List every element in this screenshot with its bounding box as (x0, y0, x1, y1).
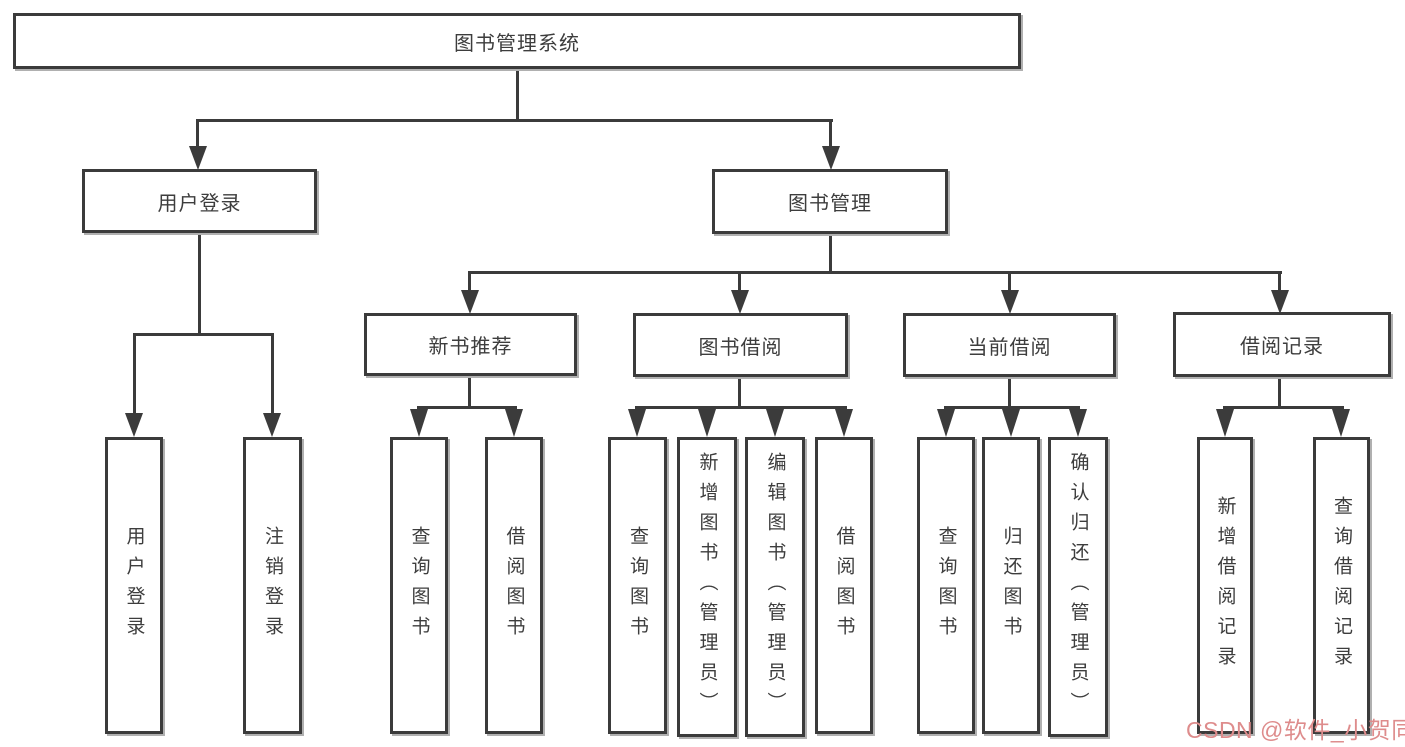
leaf-user-login: 用户登录 (105, 437, 163, 734)
connector-line (468, 271, 1282, 274)
connector-line (829, 233, 832, 274)
connector-line (1008, 375, 1011, 409)
node-new-book-recommend: 新书推荐 (364, 313, 577, 376)
connector-line (635, 406, 847, 409)
connector-line (829, 119, 832, 149)
connector-line (196, 119, 833, 122)
node-user-login: 用户登录 (82, 169, 317, 233)
arrow-down-icon (937, 409, 955, 437)
connector-line (133, 333, 136, 415)
node-label: 借阅记录 (1240, 336, 1324, 358)
connector-line (738, 271, 741, 293)
arrow-down-icon (189, 146, 207, 170)
node-label: 查询图书 (408, 525, 430, 646)
node-book-borrow: 图书借阅 (633, 313, 848, 377)
leaf-borrow-books: 借阅图书 (815, 437, 873, 734)
leaf-logout: 注销登录 (243, 437, 302, 734)
arrow-down-icon (1001, 290, 1019, 314)
node-label: 用户登录 (157, 192, 242, 215)
leaf-query-borrow-record: 查询借阅记录 (1313, 437, 1370, 734)
arrow-down-icon (698, 409, 716, 437)
arrow-down-icon (125, 413, 143, 437)
leaf-query-books-recommend: 查询图书 (390, 437, 448, 734)
connector-line (417, 406, 517, 409)
node-label: 查询图书 (627, 525, 648, 646)
connector-line (944, 406, 1080, 409)
node-label: 确认归还（管理员） (1067, 452, 1089, 722)
node-label: 注销登录 (262, 525, 283, 646)
connector-line (198, 232, 201, 336)
node-label: 新增借阅记录 (1214, 495, 1236, 676)
arrow-down-icon (263, 413, 281, 437)
node-label: 借阅图书 (503, 525, 525, 646)
connector-line (468, 271, 471, 293)
node-label: 用户登录 (123, 525, 145, 646)
connector-line (1278, 271, 1281, 293)
connector-line (1278, 375, 1281, 409)
leaf-edit-book-admin: 编辑图书（管理员） (745, 437, 805, 737)
arrow-down-icon (766, 409, 784, 437)
csdn-watermark: CSDN @软件_小贺同学 (1186, 717, 1405, 743)
leaf-query-books-current: 查询图书 (917, 437, 975, 734)
node-book-management: 图书管理 (712, 169, 948, 234)
node-label: 借阅图书 (833, 525, 855, 646)
node-label: 新增图书（管理员） (696, 452, 718, 722)
arrow-down-icon (731, 290, 749, 314)
arrow-down-icon (410, 409, 428, 437)
arrow-down-icon (835, 409, 853, 437)
connector-line (133, 333, 274, 336)
arrow-down-icon (1271, 290, 1289, 314)
arrow-down-icon (1069, 409, 1087, 437)
node-label: 查询图书 (935, 525, 957, 646)
node-root: 图书管理系统 (13, 13, 1021, 69)
connector-line (468, 375, 471, 409)
arrow-down-icon (1216, 409, 1234, 437)
node-label: 归还图书 (1000, 525, 1022, 646)
arrow-down-icon (1002, 409, 1020, 437)
connector-line (1008, 271, 1011, 293)
node-label: 编辑图书（管理员） (764, 452, 786, 722)
node-label: 新书推荐 (428, 336, 513, 358)
node-current-borrow: 当前借阅 (903, 313, 1116, 377)
leaf-return-book: 归还图书 (982, 437, 1040, 734)
connector-line (196, 119, 199, 149)
connector-line (516, 66, 519, 122)
leaf-add-book-admin: 新增图书（管理员） (677, 437, 737, 737)
leaf-borrow-books-recommend: 借阅图书 (485, 437, 543, 734)
connector-line (271, 333, 274, 415)
connector-line (1223, 406, 1344, 409)
node-label: 图书借阅 (698, 336, 783, 359)
arrow-down-icon (1332, 409, 1350, 437)
arrow-down-icon (822, 146, 840, 170)
leaf-add-borrow-record: 新增借阅记录 (1197, 437, 1253, 734)
arrow-down-icon (628, 409, 646, 437)
node-borrow-records: 借阅记录 (1173, 312, 1391, 377)
arrow-down-icon (505, 409, 523, 437)
node-label: 图书管理 (788, 193, 872, 215)
node-label: 查询借阅记录 (1331, 495, 1352, 676)
leaf-query-books-borrow: 查询图书 (608, 437, 667, 734)
leaf-confirm-return-admin: 确认归还（管理员） (1048, 437, 1108, 737)
connector-line (738, 375, 741, 409)
node-label: 图书管理系统 (454, 32, 580, 55)
node-label: 当前借阅 (967, 336, 1052, 359)
arrow-down-icon (461, 290, 479, 314)
